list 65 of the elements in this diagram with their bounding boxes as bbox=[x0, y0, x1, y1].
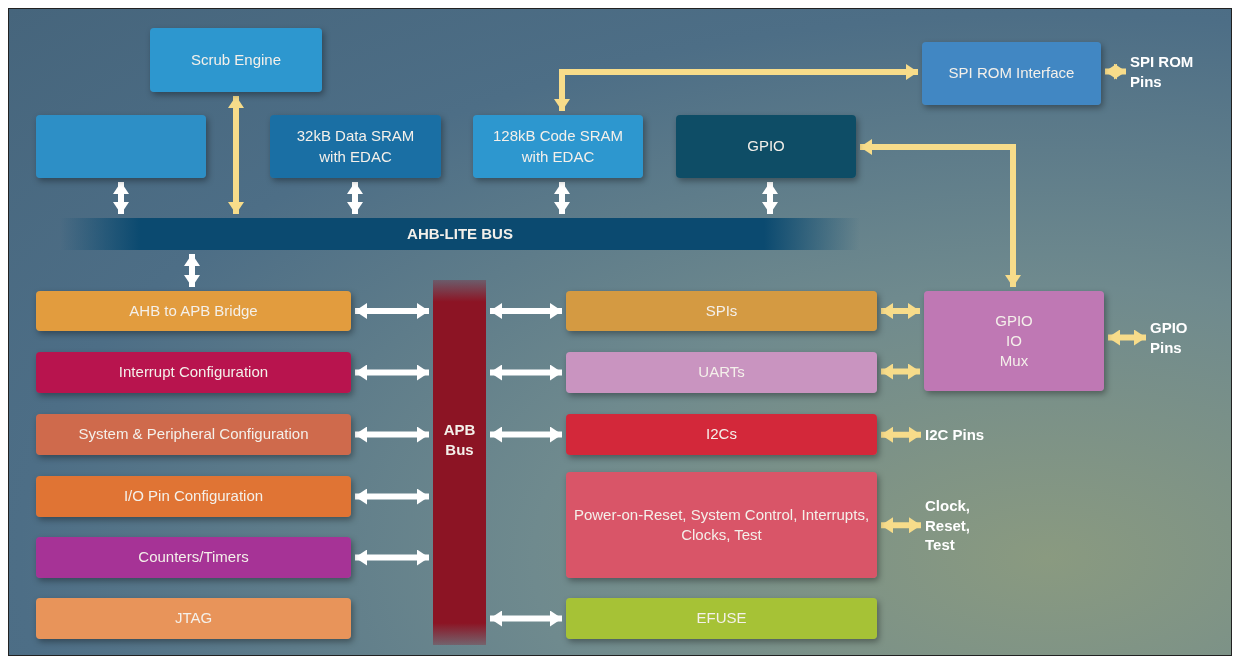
memory-box bbox=[473, 115, 643, 178]
double-arrow bbox=[490, 364, 562, 381]
double-arrow bbox=[762, 182, 778, 214]
block-label: SPIs bbox=[705, 300, 738, 321]
double-arrow bbox=[881, 517, 921, 534]
double-arrow bbox=[881, 303, 920, 319]
block-label: GPIO IO Mux bbox=[994, 310, 1034, 372]
module-box bbox=[676, 115, 856, 178]
bus-label: APB Bus bbox=[442, 420, 477, 461]
double-arrow bbox=[355, 488, 429, 505]
double-arrow bbox=[113, 182, 129, 214]
module-box bbox=[36, 598, 351, 639]
bus-bar bbox=[433, 280, 486, 645]
module-box bbox=[36, 291, 351, 331]
module-box bbox=[566, 472, 877, 578]
double-arrow bbox=[228, 96, 244, 214]
double-arrow bbox=[355, 549, 429, 566]
module-box bbox=[566, 598, 877, 639]
block-label: System & Peripheral Configuration bbox=[78, 424, 309, 445]
processor-box bbox=[36, 115, 206, 178]
module-box bbox=[36, 352, 351, 393]
double-arrow bbox=[355, 303, 429, 319]
double-arrow bbox=[347, 182, 363, 214]
bus-label: AHB-LITE BUS bbox=[407, 223, 513, 244]
module-box bbox=[36, 537, 351, 578]
double-arrow bbox=[554, 182, 570, 214]
double-arrow bbox=[490, 426, 562, 443]
block-label: UARTs bbox=[698, 362, 745, 383]
double-arrow bbox=[881, 363, 920, 380]
module-box bbox=[566, 291, 877, 331]
double-arrow bbox=[881, 426, 921, 443]
block-label: Counters/Timers bbox=[138, 547, 249, 568]
block-label: Power-on-Reset, System Control, Interrupts, Clocks, Test bbox=[572, 504, 871, 545]
double-arrow bbox=[355, 426, 429, 443]
double-arrow bbox=[1108, 329, 1146, 346]
pin-label: SPI ROM Pins bbox=[1130, 52, 1195, 91]
block-label: JTAG bbox=[174, 608, 213, 629]
block-label: Scrub Engine bbox=[190, 49, 282, 70]
block-label: 128kB Code SRAM with EDAC bbox=[491, 126, 625, 167]
block-label: I/O Pin Configuration bbox=[123, 486, 264, 507]
memory-box bbox=[270, 115, 441, 178]
block-label: SPI ROM Interface bbox=[948, 63, 1075, 84]
block-label: I2Cs bbox=[706, 424, 737, 445]
block-label: GPIO bbox=[747, 136, 785, 157]
double-arrow bbox=[355, 364, 429, 381]
double-arrow bbox=[860, 139, 1021, 287]
double-arrow bbox=[554, 64, 918, 111]
double-arrow bbox=[1105, 63, 1126, 80]
module-box bbox=[36, 414, 351, 455]
pin-label: Clock, Reset, Test bbox=[925, 496, 972, 555]
block-label: EFUSE bbox=[696, 608, 747, 629]
module-box bbox=[566, 414, 877, 455]
module-box bbox=[922, 42, 1101, 105]
module-box bbox=[924, 291, 1104, 391]
block-label: Interrupt Configuration bbox=[118, 362, 269, 383]
module-box bbox=[566, 352, 877, 393]
double-arrow bbox=[490, 610, 562, 627]
module-box bbox=[36, 476, 351, 517]
block-label: 32kB Data SRAM with EDAC bbox=[295, 126, 416, 167]
pin-label: I2C Pins bbox=[925, 425, 986, 445]
block-label: AHB to APB Bridge bbox=[129, 300, 258, 321]
double-arrow bbox=[490, 303, 562, 319]
module-box bbox=[150, 28, 322, 92]
double-arrow bbox=[184, 254, 200, 287]
pin-label: GPIO Pins bbox=[1150, 318, 1189, 357]
